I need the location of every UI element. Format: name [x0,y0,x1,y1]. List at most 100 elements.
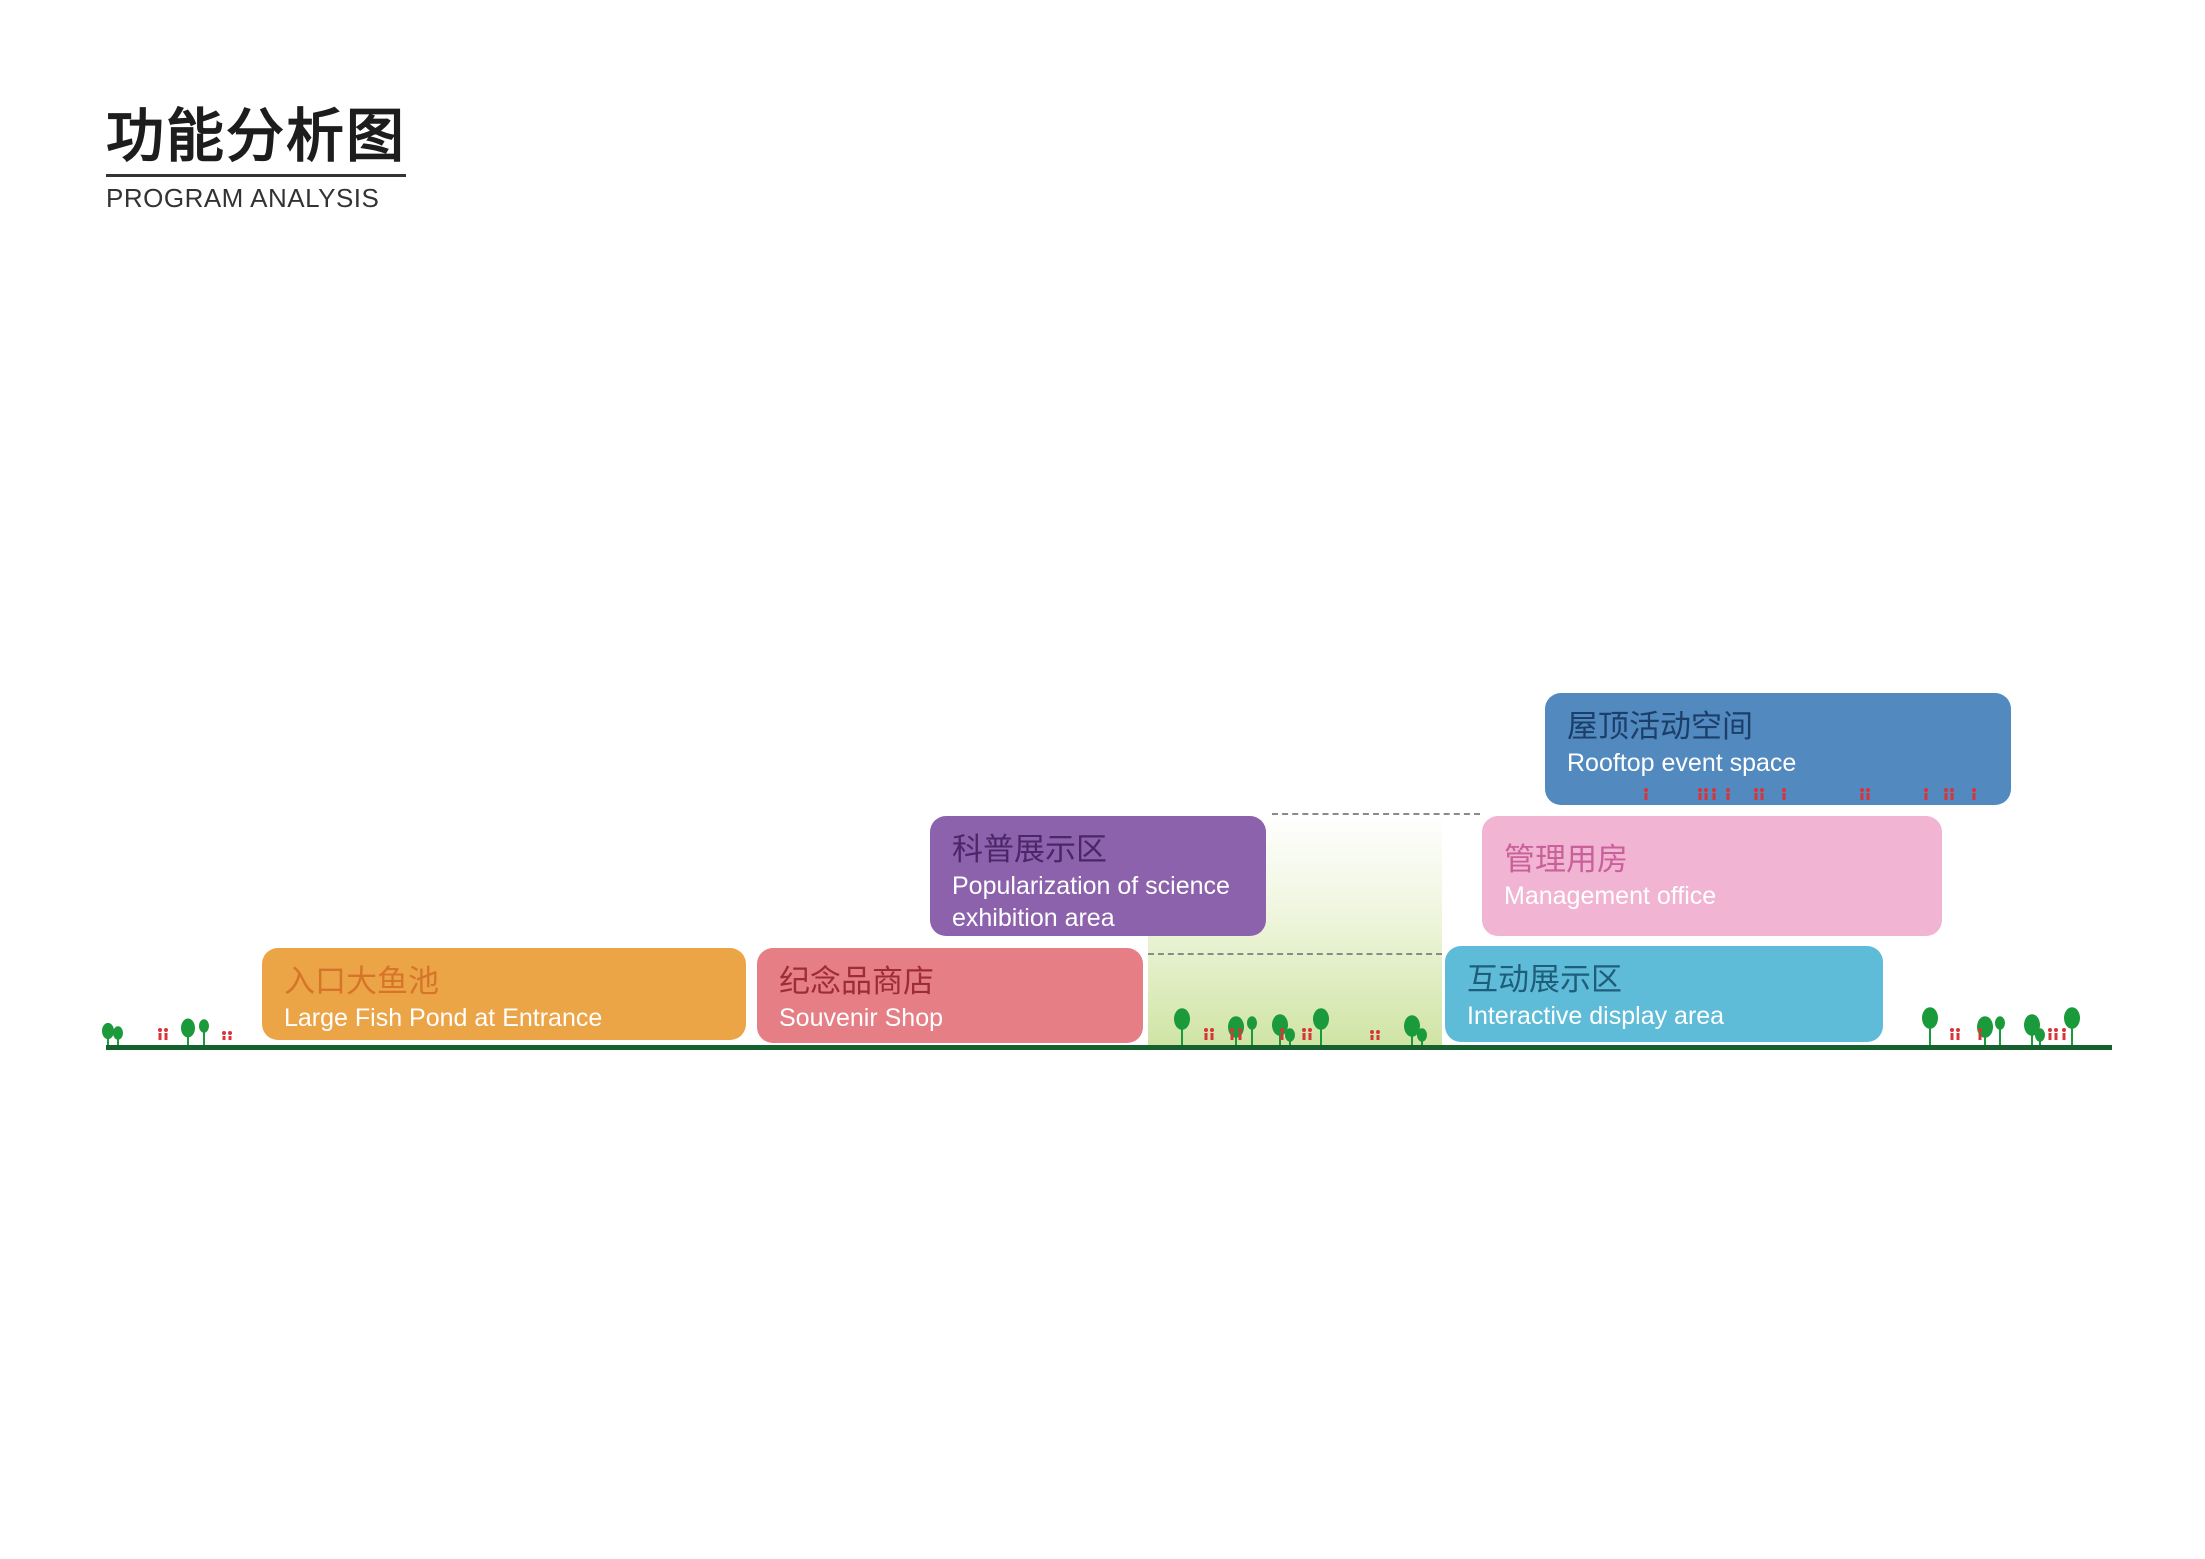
tree-icon [1228,1016,1244,1038]
person-head [1950,788,1954,792]
person-head [1238,1028,1242,1032]
zone-label-en: Large Fish Pond at Entrance [284,1004,603,1032]
person-icon [1204,1033,1208,1040]
person-head [1712,788,1716,792]
person-head [1924,788,1928,792]
person-head [222,1031,226,1035]
person-head [1302,1028,1306,1032]
person-head [1972,788,1976,792]
zone-label-cn: 科普展示区 [952,832,1107,868]
person-head [1704,788,1708,792]
person-head [2062,1028,2066,1032]
zone-label-cn: 纪念品商店 [779,964,934,1000]
person-icon [158,1033,162,1040]
person-head [1860,788,1864,792]
person-icon [1280,1033,1284,1040]
person-head [1370,1030,1374,1034]
person-head [1644,788,1648,792]
person-icon [1726,793,1730,800]
person-head [1230,1028,1234,1032]
person-icon [1924,793,1928,800]
person-head [1944,788,1948,792]
person-icon [1866,793,1870,800]
person-head [1760,788,1764,792]
tree-icon [113,1026,123,1040]
person-head [1956,1028,1960,1032]
zone-label-en: Management office [1504,882,1717,910]
person-head [1280,1028,1284,1032]
person-head [1950,1028,1954,1032]
person-head [2048,1028,2052,1032]
upper-dashed-line [1272,813,1480,815]
person-head [158,1028,162,1032]
zone-rooftop-event: 屋顶活动空间 Rooftop event space [1545,693,2011,805]
person-icon [1860,793,1864,800]
person-icon [1944,793,1948,800]
person-icon [164,1033,168,1040]
zone-label-cn: 互动展示区 [1467,962,1622,998]
person-head [1698,788,1702,792]
person-icon [1978,1033,1982,1040]
tree-icon [1313,1008,1329,1030]
tree-icon [1417,1028,1427,1042]
zone-interactive-display: 互动展示区 Interactive display area [1445,946,1883,1042]
person-icon [1704,793,1708,800]
tree-icon [1995,1016,2005,1030]
person-icon [1972,793,1976,800]
person-icon [2062,1033,2066,1040]
person-head [1308,1028,1312,1032]
person-icon [1238,1033,1242,1040]
person-head [2054,1028,2058,1032]
tree-icon [102,1022,114,1040]
tree-icon [1404,1015,1420,1037]
person-head [1204,1028,1208,1032]
person-icon [1698,793,1702,800]
zone-label-cn: 入口大鱼池 [284,964,439,1000]
person-head [1754,788,1758,792]
person-head [1866,788,1870,792]
tree-icon [1922,1007,1938,1029]
person-head [164,1028,168,1032]
person-icon [1376,1035,1380,1040]
person-icon [1644,793,1648,800]
person-icon [222,1036,226,1040]
tree-icon [181,1018,195,1038]
tree-icon [1285,1028,1295,1042]
zone-label-cn: 屋顶活动空间 [1567,709,1753,745]
person-icon [1370,1035,1374,1040]
lower-dashed-line [1148,953,1442,955]
person-icon [1760,793,1764,800]
zone-science-exhibition: 科普展示区 Popularization of science exhibiti… [930,816,1266,936]
zone-label-cn: 管理用房 [1504,842,1628,878]
person-icon [228,1036,232,1040]
person-head [228,1031,232,1035]
tree-icon [1272,1014,1288,1036]
zone-label-en: Rooftop event space [1567,749,1797,777]
zone-souvenir-shop: 纪念品商店 Souvenir Shop [757,948,1143,1043]
person-icon [1230,1033,1234,1040]
tree-icon [1247,1016,1257,1030]
zone-label-en: Souvenir Shop [779,1004,944,1032]
person-icon [1950,793,1954,800]
tree-icon [199,1019,209,1033]
zone-management-office: 管理用房 Management office [1482,816,1942,936]
person-head [1782,788,1786,792]
person-icon [1754,793,1758,800]
tree-icon [2024,1014,2040,1036]
tree-icon [2064,1007,2080,1029]
person-icon [1782,793,1786,800]
ground-line [106,1045,2112,1050]
person-head [1210,1028,1214,1032]
zone-fish-pond: 入口大鱼池 Large Fish Pond at Entrance [262,948,746,1040]
tree-icon [2035,1028,2045,1042]
person-icon [1308,1033,1312,1040]
tree-icon [1977,1016,1993,1038]
person-head [1726,788,1730,792]
person-icon [1712,793,1716,800]
zone-label-en: Interactive display area [1467,1002,1725,1030]
person-icon [1302,1033,1306,1040]
person-icon [2048,1033,2052,1040]
person-icon [1956,1033,1960,1040]
person-icon [1210,1033,1214,1040]
